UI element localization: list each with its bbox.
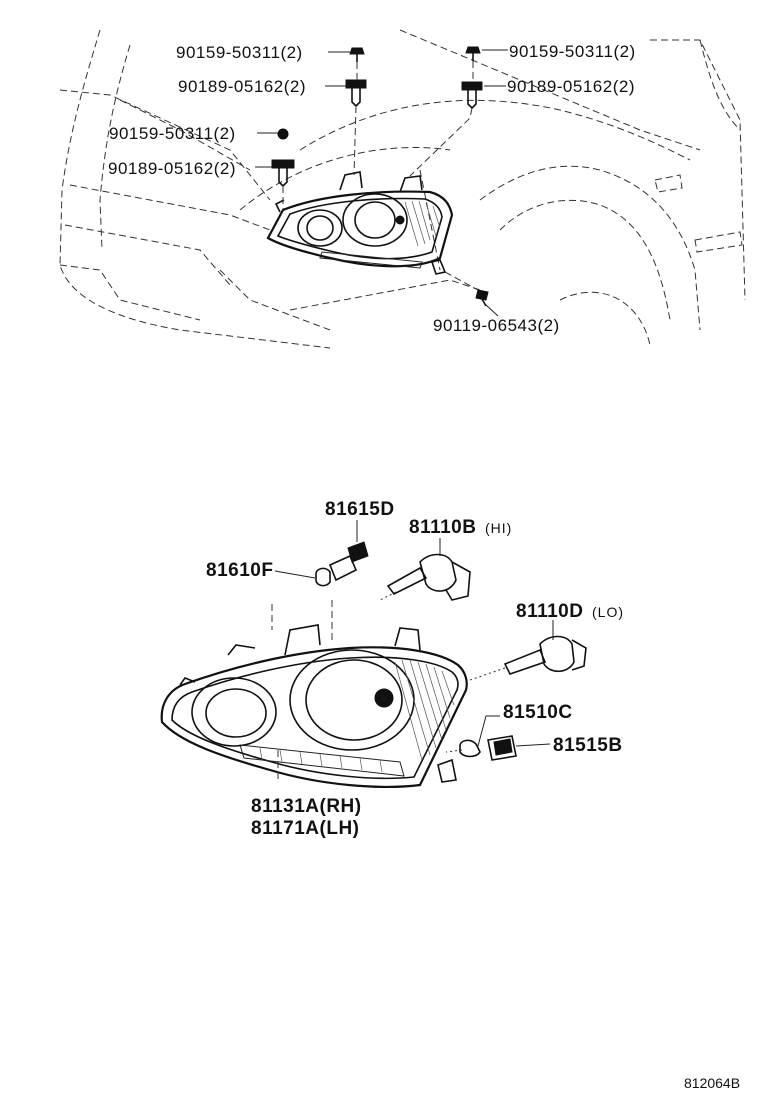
top-fasteners — [255, 46, 508, 317]
bulbs — [274, 520, 587, 761]
label-clip-side: 90189-05162(2) — [108, 159, 236, 178]
label-hi-suffix: (HI) — [485, 520, 512, 536]
label-screw-lower: 90119-06543(2) — [433, 316, 560, 335]
label-lo-bulb: 81110D — [516, 601, 583, 622]
label-side-socket: 81515B — [553, 735, 623, 756]
label-clip-right: 90189-05162(2) — [507, 77, 635, 96]
label-unit-lh: 81171A(LH) — [251, 818, 360, 839]
figure-code: 812064B — [684, 1075, 740, 1091]
label-unit-rh: 81131A(RH) — [251, 796, 362, 817]
label-bolt-side: 90159-50311(2) — [109, 124, 236, 143]
label-bulb-socket: 81615D — [325, 499, 395, 520]
label-small-bulb: 81610F — [206, 560, 273, 581]
headlamp-exploded — [160, 600, 468, 788]
label-lo-suffix: (LO) — [592, 604, 624, 620]
label-clip-left: 90189-05162(2) — [178, 77, 306, 96]
vehicle-outline — [59, 29, 746, 349]
label-hi-bulb: 81110B — [409, 517, 476, 538]
label-bolt-left: 90159-50311(2) — [176, 43, 303, 62]
label-side-bulb: 81510C — [503, 702, 573, 723]
label-bolt-right: 90159-50311(2) — [509, 42, 636, 61]
headlamp-installed — [266, 171, 454, 275]
